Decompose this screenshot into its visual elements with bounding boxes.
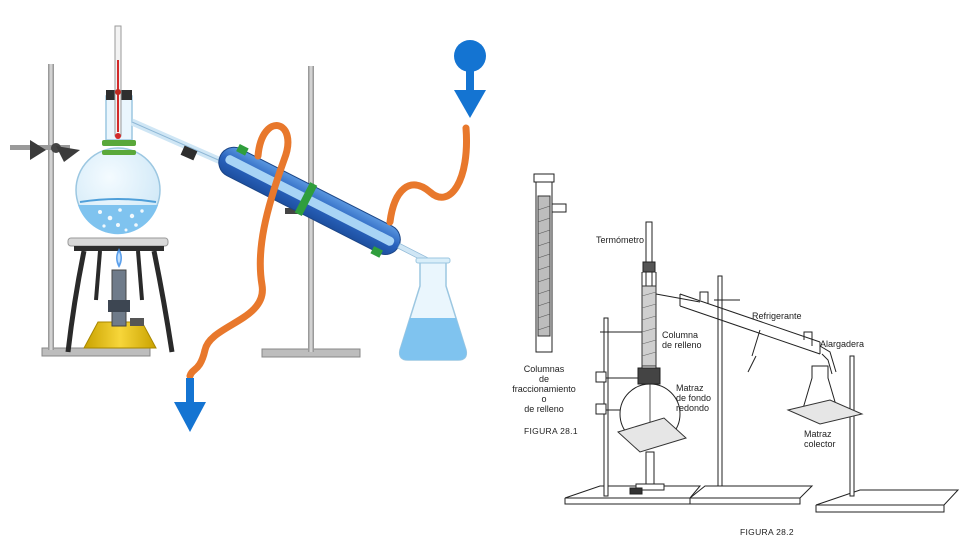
right-figure [533,173,960,513]
label-matraz-colector-2: colector [804,439,836,449]
figure-labels: Termómetro Columna de relleno Refrigeran… [512,235,864,537]
caption-figura-28-2: FIGURA 28.2 [740,527,794,537]
label-matraz-colector-1: Matraz [804,429,832,439]
caption-figura-28-1: FIGURA 28.1 [524,426,578,436]
label-matraz-fondo-3: redondo [676,403,709,413]
round-bottom-flask [75,25,161,235]
hose-inlet [386,124,471,226]
label-columna-2: de relleno [662,340,702,350]
label-termometro: Termómetro [596,235,644,245]
down-arrow-icon [174,378,206,432]
label-matraz-fondo-1: Matraz [676,383,704,393]
label-columnas-4: o [541,394,546,404]
label-matraz-fondo-2: de fondo [676,393,711,403]
label-columnas-3: fraccionamiento [512,384,576,394]
bunsen-burner [83,248,157,349]
fractionating-column [533,173,567,353]
label-columna-1: Columna [662,330,698,340]
water-drop-icon [454,40,486,118]
label-refrigerante: Refrigerante [752,311,802,321]
label-columnas-1: Columnas [524,364,565,374]
condenser [218,144,437,267]
ring-stand-left [10,64,151,357]
label-columnas-5: de relleno [524,404,564,414]
label-columnas-2: de [539,374,549,384]
left-apparatus [10,25,486,432]
erlenmeyer-flask [398,257,468,361]
hose-outlet [186,122,292,380]
label-alargadera: Alargadera [820,339,864,349]
